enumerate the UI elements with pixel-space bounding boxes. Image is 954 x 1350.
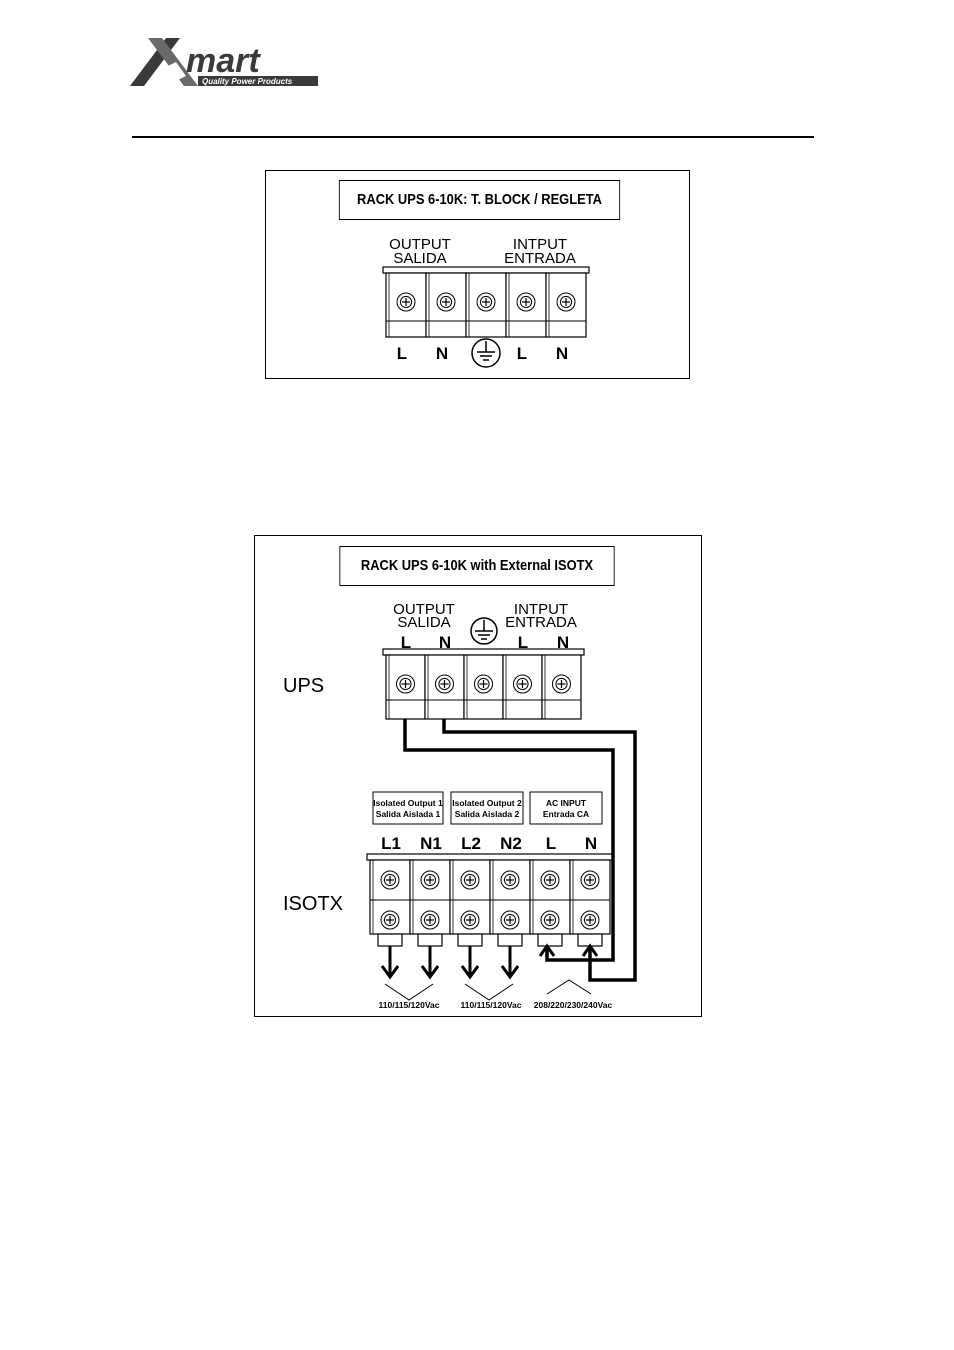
terminal-lip bbox=[537, 933, 563, 947]
group-label-line1: Isolated Output 1 bbox=[373, 798, 443, 808]
group-label-line1: AC INPUT bbox=[546, 798, 587, 808]
output-label: OUTPUT bbox=[393, 601, 455, 618]
screw-icon bbox=[396, 674, 415, 694]
header-rule bbox=[132, 136, 814, 138]
arrow-down-icon bbox=[460, 946, 480, 980]
isotx-terminal-label: N1 bbox=[420, 834, 442, 853]
terminal-lip bbox=[377, 933, 403, 947]
diagram-title-text: RACK UPS 6-10K: T. BLOCK / REGLETA bbox=[357, 191, 602, 208]
screw-icon bbox=[580, 910, 600, 930]
isotx-terminal-label: L1 bbox=[381, 834, 401, 853]
voltage-label-output-2: 110/115/120Vac bbox=[461, 1000, 522, 1010]
arrow-up-icon bbox=[538, 943, 556, 957]
screw-icon bbox=[580, 870, 600, 890]
ground-icon bbox=[471, 338, 501, 368]
block-top-rail bbox=[366, 853, 614, 861]
screw-icon bbox=[420, 870, 440, 890]
block-top-rail bbox=[382, 266, 590, 274]
input-label-es: ENTRADA bbox=[504, 250, 576, 267]
flow-arrows bbox=[380, 943, 599, 980]
terminal-lip bbox=[497, 933, 523, 947]
screw-icon bbox=[435, 674, 454, 694]
arrow-down-icon bbox=[420, 946, 440, 980]
ups-terminal-block bbox=[382, 648, 585, 720]
isotx-terminal-label: L2 bbox=[461, 834, 481, 853]
diagram-title: RACK UPS 6-10K with External ISOTX bbox=[339, 546, 615, 586]
group-label-isolated-output-1: Isolated Output 1 Salida Aislada 1 bbox=[372, 791, 444, 825]
group-label-line1: Isolated Output 2 bbox=[452, 798, 522, 808]
wire-neutral bbox=[442, 719, 637, 982]
screw-icon bbox=[500, 870, 520, 890]
logo-tagline: Quality Power Products bbox=[202, 77, 293, 86]
terminal-label: N bbox=[436, 344, 448, 363]
logo-brand-text: mart bbox=[186, 42, 261, 80]
input-label: INTPUT bbox=[514, 601, 568, 618]
isotx-terminal-label: N2 bbox=[500, 834, 522, 853]
terminal-lip bbox=[457, 933, 483, 947]
diagram-title: RACK UPS 6-10K: T. BLOCK / REGLETA bbox=[338, 180, 621, 220]
screw-icon bbox=[460, 910, 480, 930]
screw-icon bbox=[420, 910, 440, 930]
terminal-cell bbox=[502, 654, 543, 720]
ups-terminal-block bbox=[382, 266, 590, 338]
input-label-es: ENTRADA bbox=[505, 614, 577, 631]
terminal-label: L bbox=[517, 344, 527, 363]
isotx-terminal-label: L bbox=[546, 834, 556, 853]
group-label-line2: Entrada CA bbox=[543, 809, 589, 819]
wiring-drawing: OUTPUT SALIDA INTPUT ENTRADA L N L N UPS… bbox=[283, 601, 637, 1010]
block-top-rail bbox=[382, 648, 585, 656]
output-label-es: SALIDA bbox=[397, 614, 450, 631]
terminal-label: L bbox=[397, 344, 407, 363]
screw-icon bbox=[552, 674, 571, 694]
isotx-terminal-label: N bbox=[585, 834, 597, 853]
screw-icon bbox=[436, 292, 456, 312]
group-label-ac-input: AC INPUT Entrada CA bbox=[529, 791, 603, 825]
output-label: OUTPUT bbox=[389, 236, 451, 253]
screw-icon bbox=[540, 910, 560, 930]
isotx-label: ISOTX bbox=[283, 893, 343, 915]
ups-terminal-label-l: L bbox=[401, 633, 411, 652]
wire-line bbox=[403, 719, 615, 962]
ups-label: UPS bbox=[283, 675, 324, 697]
isotx-wiring-diagram: RACK UPS 6-10K with External ISOTX OUTPU… bbox=[254, 535, 702, 1017]
input-label: INTPUT bbox=[513, 236, 567, 253]
screw-icon bbox=[516, 292, 536, 312]
voltage-bracket-3 bbox=[546, 979, 592, 995]
arrow-up-icon bbox=[581, 943, 599, 957]
screw-icon bbox=[396, 292, 416, 312]
voltage-bracket-2 bbox=[464, 983, 514, 1001]
voltage-bracket-1 bbox=[384, 983, 434, 1001]
screw-icon bbox=[380, 870, 400, 890]
screw-icon bbox=[556, 292, 576, 312]
ups-terminal-label-l: L bbox=[518, 633, 528, 652]
terminal-block-drawing: OUTPUT SALIDA INTPUT ENTRADA L N L N bbox=[382, 236, 590, 368]
screw-icon bbox=[476, 292, 496, 312]
screw-icon bbox=[540, 870, 560, 890]
arrow-down-icon bbox=[380, 946, 400, 980]
screw-icon bbox=[513, 674, 532, 694]
screw-icon bbox=[500, 910, 520, 930]
screw-icon bbox=[474, 674, 493, 694]
group-label-line2: Salida Aislada 2 bbox=[455, 809, 520, 819]
terminal-lip bbox=[417, 933, 443, 947]
voltage-label-output-1: 110/115/120Vac bbox=[379, 1000, 440, 1010]
group-label-isolated-output-2: Isolated Output 2 Salida Aislada 2 bbox=[450, 791, 524, 825]
terminal-label: N bbox=[556, 344, 568, 363]
group-label-line2: Salida Aislada 1 bbox=[376, 809, 441, 819]
ups-terminal-label-n: N bbox=[439, 633, 451, 652]
isotx-terminal-labels: L1 N1 L2 N2 L N bbox=[381, 834, 597, 853]
ground-icon bbox=[470, 617, 498, 645]
diagram-title-text: RACK UPS 6-10K with External ISOTX bbox=[360, 557, 594, 574]
output-label-es: SALIDA bbox=[393, 250, 446, 267]
screw-icon bbox=[380, 910, 400, 930]
xmart-logo: mart Quality Power Products bbox=[130, 38, 318, 86]
ups-terminal-label-n: N bbox=[557, 633, 569, 652]
isotx-terminal-block bbox=[366, 853, 614, 947]
voltage-label-input: 208/220/230/240Vac bbox=[534, 1000, 613, 1010]
terminal-block-diagram: RACK UPS 6-10K: T. BLOCK / REGLETA OUTPU… bbox=[265, 170, 690, 379]
arrow-down-icon bbox=[500, 946, 520, 980]
screw-icon bbox=[460, 870, 480, 890]
